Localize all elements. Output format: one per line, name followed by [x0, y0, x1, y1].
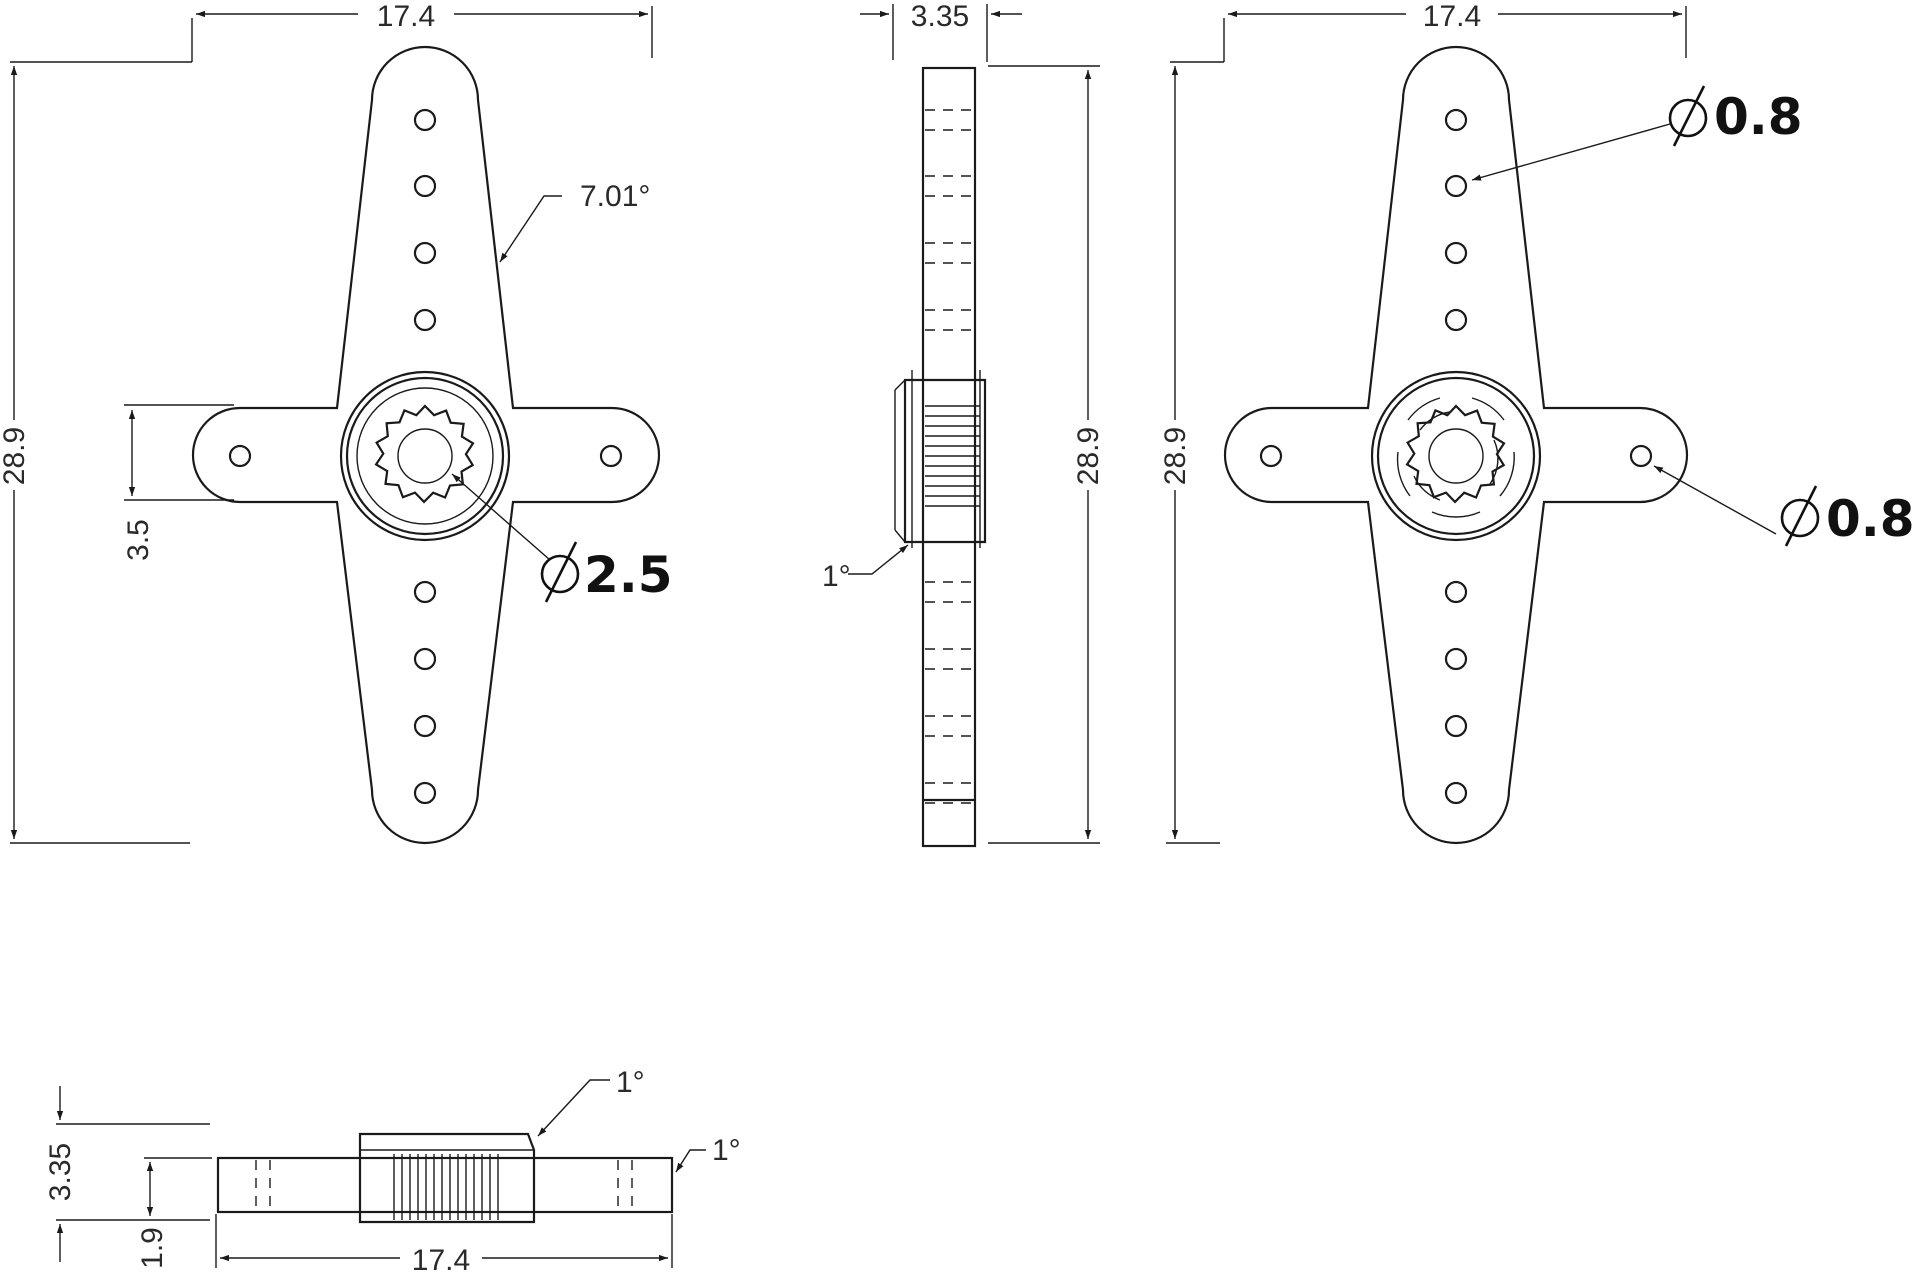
- back-hole-diameter-short-label: 0.8: [1826, 490, 1915, 548]
- back-hole-diameter-callout-short: 0.8: [1653, 465, 1915, 548]
- front-spline: [374, 404, 475, 504]
- back-height-dimension: 28.9: [1159, 66, 1220, 844]
- front-long-arm-holes: [413, 108, 437, 805]
- front-hub: [339, 370, 511, 542]
- back-view: 17.4 28.9 0.8 0.8: [1159, 0, 1915, 845]
- side-view: 3.35 28.9 1°: [822, 0, 1105, 848]
- side-height-dimension: 28.9: [988, 65, 1105, 844]
- front-taper-angle-label: 7.01°: [580, 180, 650, 213]
- back-width-dimension: 17.4: [1170, 0, 1687, 63]
- front-arm-height-dimension: 3.5: [122, 404, 234, 561]
- bottom-hub-draft-angle-label: 1°: [616, 1066, 645, 1099]
- side-hub: [903, 378, 987, 544]
- front-arm-height-label: 3.5: [122, 519, 155, 561]
- back-hub: [1370, 370, 1542, 542]
- side-thickness-label: 3.35: [911, 0, 969, 33]
- front-spline-diameter-callout: 2.5: [451, 473, 673, 604]
- bottom-view: 3.35 1.9 17.4 1° 1°: [44, 1066, 741, 1273]
- bottom-hub: [358, 1132, 536, 1224]
- front-width-dimension: 17.4: [10, 0, 653, 63]
- bottom-width-label: 17.4: [412, 1244, 470, 1273]
- front-short-arm-holes: [228, 444, 623, 468]
- side-draft-angle-label: 1°: [822, 560, 851, 593]
- side-body: [921, 66, 977, 848]
- bottom-arm-draft-angle-label: 1°: [712, 1134, 741, 1167]
- front-horn-outline: [191, 45, 661, 845]
- bottom-arm-thickness-dimension: 1.9: [136, 1157, 212, 1269]
- back-hole-diameter-callout-long: 0.8: [1471, 85, 1803, 181]
- back-horn-outline: [1223, 45, 1689, 845]
- side-spline-hatch: [925, 405, 980, 507]
- side-height-label: 28.9: [1072, 427, 1105, 485]
- bottom-arm: [216, 1156, 674, 1214]
- front-spline-diameter-label: 2.5: [584, 546, 673, 604]
- bottom-total-height-label: 3.35: [44, 1143, 77, 1201]
- front-view: 17.4 28.9 3.5 7.01° 2.5: [0, 0, 673, 845]
- bottom-hub-draft-angle-callout: 1°: [537, 1066, 645, 1137]
- back-width-label: 17.4: [1423, 0, 1481, 33]
- bottom-width-dimension: 17.4: [215, 1214, 673, 1273]
- back-hole-diameter-long-label: 0.8: [1714, 88, 1803, 146]
- back-spline: [1405, 404, 1506, 504]
- front-width-label: 17.4: [377, 0, 435, 33]
- front-height-dimension: 28.9: [0, 66, 190, 844]
- side-thickness-dimension: 3.35: [860, 0, 1022, 62]
- back-height-label: 28.9: [1159, 427, 1192, 485]
- front-taper-angle-callout: 7.01°: [499, 180, 650, 263]
- front-height-label: 28.9: [0, 427, 31, 485]
- bottom-total-height-dimension: 3.35: [44, 1086, 210, 1262]
- back-short-arm-holes: [1259, 444, 1653, 468]
- bottom-arm-draft-angle-callout: 1°: [675, 1134, 741, 1173]
- side-dashed-hole-lines: [925, 109, 973, 804]
- bottom-dashed-hole-lines: [255, 1160, 633, 1210]
- bottom-arm-thickness-label: 1.9: [136, 1227, 169, 1269]
- side-draft-angle-callout: 1°: [822, 544, 909, 593]
- bottom-spline-hatch: [393, 1154, 499, 1220]
- back-long-arm-holes: [1444, 108, 1468, 805]
